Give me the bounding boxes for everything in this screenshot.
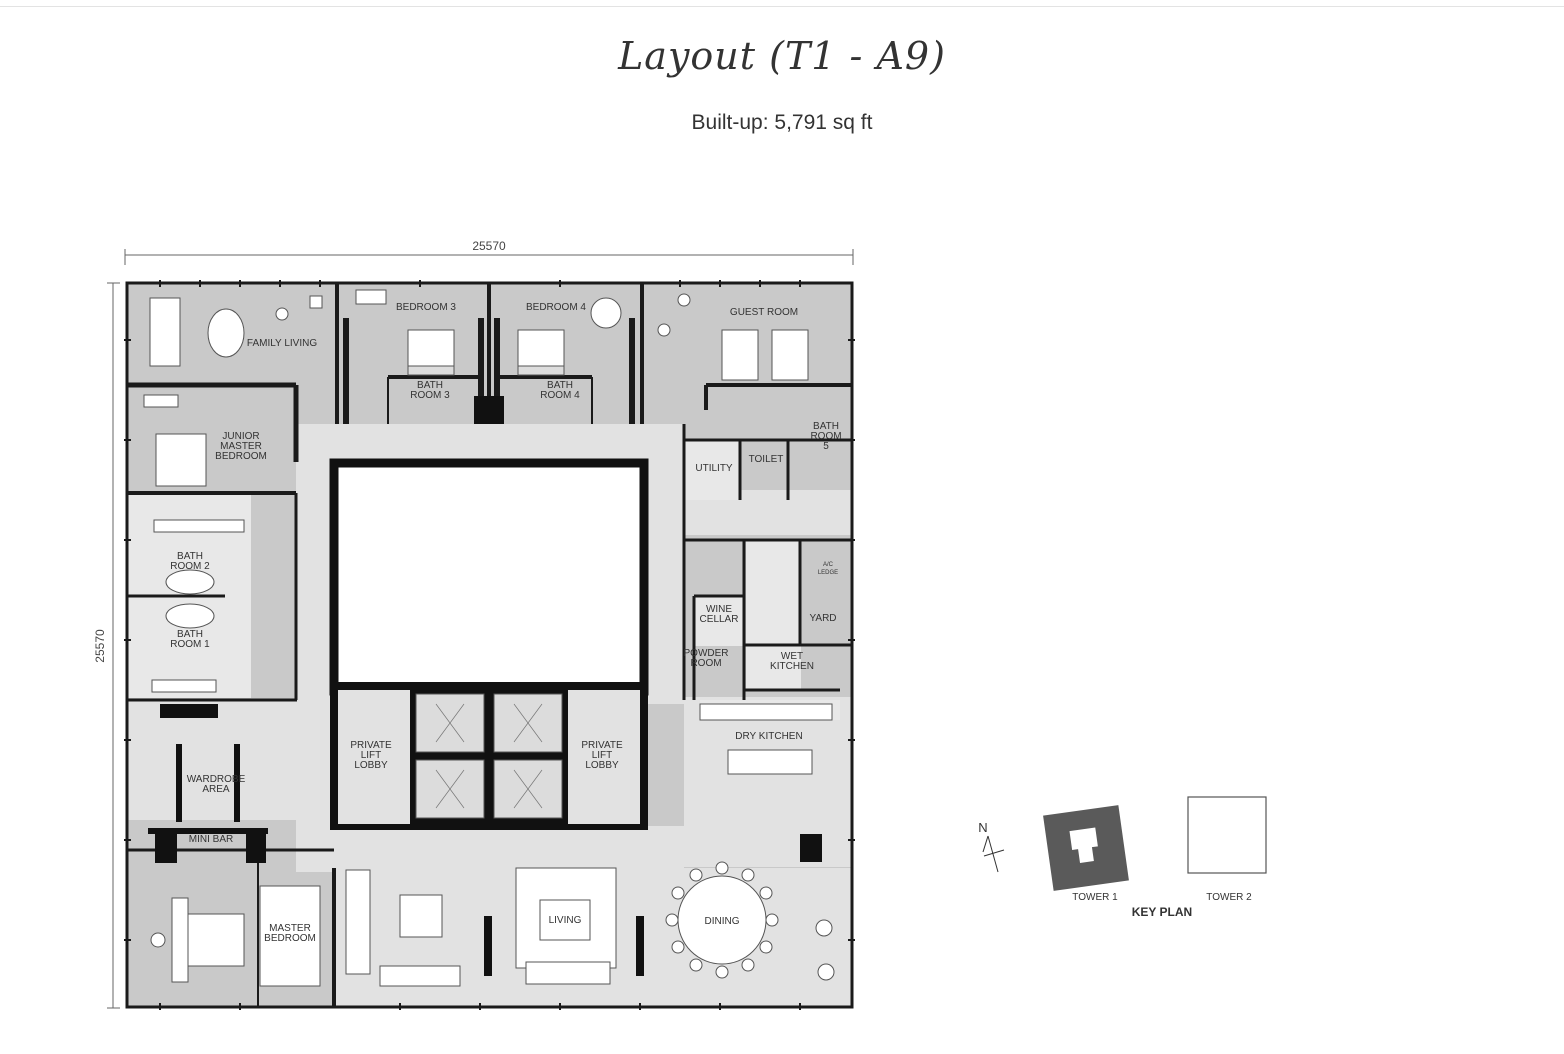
label-guest-room: GUEST ROOM [730,307,798,318]
dimension-top [124,249,854,265]
dining-chairs [665,861,779,979]
north-arrow-icon [982,835,1005,873]
dimension-height-label: 25570 [93,629,107,663]
label-lobby-left-c: LOBBY [354,760,388,771]
interior-walls [127,283,852,1007]
label-bath-5c: 5 [823,441,829,452]
label-wine-b: CELLAR [700,614,739,625]
label-toilet: TOILET [749,454,784,465]
label-wardrobe-a: WARDROBE [187,774,246,785]
label-bath-5a: BATH [813,421,839,432]
wall-blocks [148,396,822,976]
page-title: Layout (T1 - A9) [618,34,946,78]
label-powder-b: ROOM [690,658,721,669]
north-label: N [978,820,987,835]
label-ac-ledge-a: A/C [823,562,834,568]
label-lobby-left-a: PRIVATE [350,740,392,751]
central-void [329,458,649,696]
dimension-width-label: 25570 [472,239,506,253]
label-bath-3b: ROOM 3 [410,390,450,401]
label-lobby-right-b: LIFT [592,750,613,761]
label-bedroom-3: BEDROOM 3 [396,302,456,313]
label-utility: UTILITY [695,463,733,474]
label-bath-1a: BATH [177,629,203,640]
label-bath-4b: ROOM 4 [540,390,580,401]
room-labels: FAMILY LIVING BEDROOM 3 BEDROOM 4 GUEST … [170,302,841,944]
label-powder-a: POWDER [684,648,729,659]
lift-core [330,682,648,830]
label-bath-1b: ROOM 1 [170,639,210,650]
furniture [143,289,835,987]
label-yard: YARD [809,613,836,624]
label-living: LIVING [549,915,582,926]
tower-2-label: TOWER 2 [1206,892,1252,903]
label-bath-4a: BATH [547,380,573,391]
label-ac-ledge-b: LEDGE [818,570,838,576]
label-bedroom-4: BEDROOM 4 [526,302,586,313]
label-wet-a: WET [781,651,803,662]
label-lobby-right-c: LOBBY [585,760,619,771]
label-bath-2a: BATH [177,551,203,562]
label-lobby-right-a: PRIVATE [581,740,623,751]
label-family-living: FAMILY LIVING [247,338,317,349]
dimension-left [107,282,120,1009]
label-junior-c: BEDROOM [215,451,267,462]
label-wet-b: KITCHEN [770,661,814,672]
label-dry-kitchen: DRY KITCHEN [735,731,802,742]
label-lobby-left-b: LIFT [361,750,382,761]
label-wine-a: WINE [706,604,732,615]
tower-1-footprint [1069,827,1098,863]
label-junior-a: JUNIOR [222,431,259,442]
builtup-area: Built-up: 5,791 sq ft [691,111,873,134]
key-plan-label: KEY PLAN [1132,905,1192,919]
label-master-a: MASTER [269,923,311,934]
label-master-b: BEDROOM [264,933,316,944]
label-dining: DINING [705,916,740,927]
label-mini-bar: MINI BAR [189,834,233,845]
label-wardrobe-b: AREA [202,784,230,795]
label-bath-2b: ROOM 2 [170,561,210,572]
key-plan: N TOWER 1 TOWER 2 KEY PLAN [978,796,1267,919]
label-junior-b: MASTER [220,441,262,452]
label-bath-3a: BATH [417,380,443,391]
tower-2-icon [1187,796,1267,874]
label-bath-5b: ROOM [810,431,841,442]
top-divider [0,6,1564,7]
tower-1-label: TOWER 1 [1072,892,1118,903]
